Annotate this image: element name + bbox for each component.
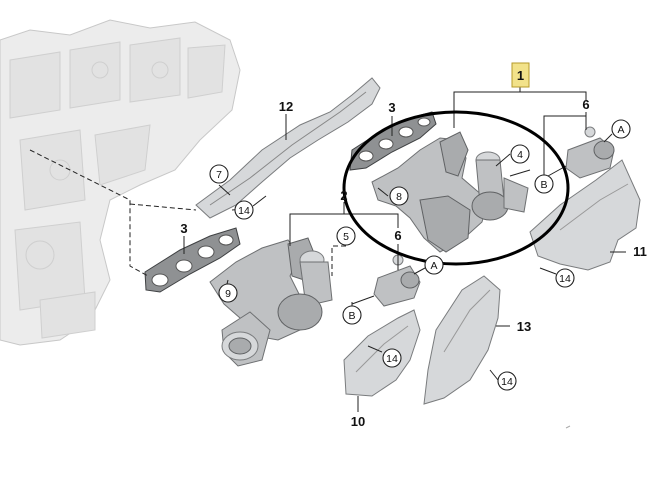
stray-tick	[565, 425, 571, 429]
callout-14-c[interactable]: 14	[386, 353, 398, 365]
leader-a-upper	[603, 133, 613, 143]
callout-14-a[interactable]: 14	[238, 205, 250, 217]
part-number-10[interactable]: 10	[351, 414, 365, 429]
callout-circle-4	[510, 144, 530, 164]
callout-5[interactable]: 5	[343, 231, 349, 243]
connector-b-upper[interactable]: B	[540, 179, 547, 191]
actuator-6-lower[interactable]	[351, 254, 421, 307]
engine-block	[0, 19, 241, 346]
part-labels: 1 3 3 2 6 6 10 11 12 13	[180, 62, 647, 429]
heat-shield-13[interactable]	[423, 275, 501, 405]
gasket-3-lower[interactable]	[144, 227, 241, 293]
part-number-6-lower[interactable]: 6	[394, 228, 401, 243]
connector-circle-b-upper	[534, 174, 554, 194]
leader-lines	[29, 86, 626, 412]
callout-circle-14-d	[497, 371, 517, 391]
connector-a-lower[interactable]: A	[430, 260, 437, 272]
highlight-ellipse	[342, 110, 570, 266]
callout-circle-9	[218, 283, 238, 303]
callout-circle-8	[389, 186, 409, 206]
part-number-2[interactable]: 2	[340, 188, 347, 203]
connector-a-upper[interactable]: A	[617, 124, 624, 136]
callout-circle-5	[336, 226, 356, 246]
connector-circle-a-upper	[611, 119, 631, 139]
leader-a-lower	[413, 267, 426, 275]
callout-14-b[interactable]: 14	[559, 273, 571, 285]
part-number-13[interactable]: 13	[517, 319, 531, 334]
callout-circle-14-a	[234, 200, 254, 220]
turbocharger-manifold-lower[interactable]	[209, 237, 333, 367]
part-1-highlight-box	[511, 62, 530, 88]
part-number-6-upper[interactable]: 6	[582, 97, 589, 112]
callout-circle-14-b	[555, 268, 575, 288]
callouts: 4 5 7 8 9 14 14 14 14 14 A A B B	[209, 119, 631, 391]
callout-4[interactable]: 4	[517, 149, 523, 161]
callout-circle-14-c	[382, 348, 402, 368]
callout-8[interactable]: 8	[396, 191, 402, 203]
part-number-12[interactable]: 12	[279, 99, 293, 114]
gasket-3-upper[interactable]	[349, 111, 437, 171]
callout-9[interactable]: 9	[225, 288, 231, 300]
connector-b-lower[interactable]: B	[348, 310, 355, 322]
part-number-3-upper[interactable]: 3	[388, 100, 395, 115]
part-number-3-lower[interactable]: 3	[180, 221, 187, 236]
callout-circle-7	[209, 164, 229, 184]
connector-circle-a-lower	[424, 255, 444, 275]
connector-circle-b-lower	[342, 305, 362, 325]
actuator-6-upper[interactable]	[547, 126, 615, 179]
heat-shield-12[interactable]	[195, 77, 381, 219]
callout-14-d[interactable]: 14	[501, 376, 513, 388]
turbocharger-manifold-upper[interactable]	[371, 131, 531, 253]
heat-shield-11[interactable]	[529, 159, 641, 271]
leader-14-a	[252, 195, 267, 207]
part-number-1[interactable]: 1	[517, 68, 524, 83]
part-number-11[interactable]: 11	[633, 244, 647, 259]
callout-7[interactable]: 7	[216, 169, 222, 181]
heat-shield-10[interactable]	[343, 309, 421, 397]
